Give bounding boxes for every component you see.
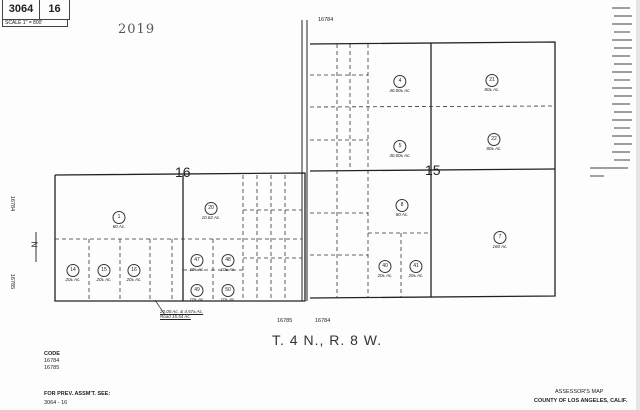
north-arrow-label: N [29,241,39,248]
map-book-page-header: 3064 16 [2,0,70,20]
page-number: 16 [48,3,61,15]
parcel-number: 49 [190,284,204,297]
section-16-boundary [54,172,306,302]
parcel-number: 47 [190,254,204,267]
code-label-bottom-left: 16785 [277,318,293,324]
map-year: 2019 [118,22,156,37]
parcel-number: 48 [221,254,235,267]
parcel-number: 14 [66,264,80,277]
code-value: 16785 [44,365,60,371]
code-title: CODE [44,351,60,357]
parcel-number: 1 [112,211,126,224]
parcel-number: 41 [409,260,423,273]
parcel-number: 4 [393,75,407,88]
code-label-top: 16784 [318,17,334,23]
parcel-area: 80± Ac. [484,87,500,92]
code-label-left-upper: 16784 [9,195,16,212]
parcel-area: 20± Ac. [408,273,424,278]
section-15-label: 15 [425,162,441,178]
parcel-area: 10± Ac. [220,297,236,302]
code-label-left-lower: 16785 [9,273,16,290]
prev-assessment-value: 3064 - 16 [44,400,68,406]
scan-edge [636,0,640,410]
parcel-area: 20± Ac. [65,277,81,282]
parcel-number: 15 [97,264,111,277]
parcel-number: 5 [393,140,407,153]
parcel-area: 40.00± Ac. [389,153,411,158]
parcel-area: 80± Ac. [486,146,502,151]
footer-assessors-map: ASSESSOR'S MAP [555,389,604,395]
parcel-number: 22 [487,133,501,146]
road-area-note: 20.00 Ac. & 4.57± Ac. Road 15.54 Ac. [160,309,204,319]
parcel-area: 20± Ac. [96,277,112,282]
township-range: T. 4 N., R. 8 W. [272,332,383,348]
parcel-number: 50 [221,284,235,297]
parcel-area: 160 Ac. [492,244,508,249]
prev-assessment-label: FOR PREV. ASSM'T. SEE: [44,391,111,397]
parcel-number: 16 [127,264,141,277]
section-boundaries [54,20,556,302]
parcel-area: 10± Ac. [189,267,205,272]
footer-county: COUNTY OF LOS ANGELES, CALIF. [534,398,628,404]
parcel-number: 40 [378,260,392,273]
parcel-area: 10.62 Ac. [201,215,221,220]
parcel-area: 80 Ac. [112,224,126,229]
parcel-area: 80 Ac. [395,212,409,217]
parcel-number: 20 [204,202,218,215]
code-value: 16784 [44,358,60,364]
parcel-number: 21 [485,74,499,87]
scale-label: SCALE 1" = 800' [2,19,68,27]
parcel-number: 8 [395,199,409,212]
code-label-bottom-right: 16784 [315,318,331,324]
parcel-area: 40.00± Ac. [389,88,411,93]
parcel-area: 20± Ac. [377,273,393,278]
parcel-lines [55,44,556,301]
parcel-area: 20± Ac. [126,277,142,282]
parcel-number: 7 [493,231,507,244]
book-number: 3064 [3,0,40,19]
parcel-area: 10± Ac. [189,297,205,302]
parcel-area: 10± Ac. [220,267,236,272]
legend-strip [590,7,632,177]
section-16-label: 16 [175,164,191,180]
